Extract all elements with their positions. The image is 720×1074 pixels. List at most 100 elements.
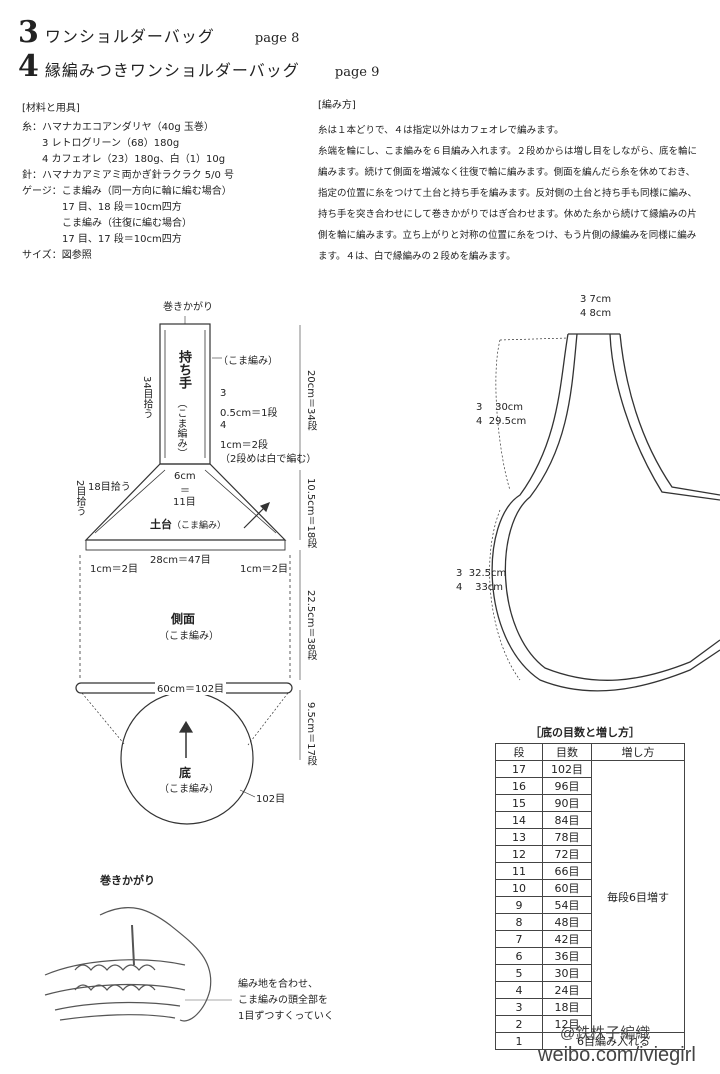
label-dim-20: 20cm＝34段: [305, 370, 316, 431]
label-handle: 持ち手: [176, 350, 191, 389]
label-dodai-sub: （こま編み）: [172, 521, 227, 531]
row-number: 14: [495, 811, 543, 829]
stitch-count: 84目: [542, 811, 592, 829]
materials-line: ゲージ：こま編み（同一方向に輪に編む場合）: [22, 186, 232, 197]
stitch-count: 30目: [542, 964, 592, 982]
makikagari-illustration: [44, 906, 232, 1022]
label-width-28: 28cm＝47目: [150, 555, 211, 566]
label-width-60: 60cm＝102目: [155, 680, 227, 695]
method-heading: [編み方]: [318, 100, 356, 111]
bag-body-3: 3 32.5cm: [456, 568, 507, 579]
pattern-title-3: ワンショルダーバッグ: [44, 27, 215, 46]
stitch-count: 6目編み入れる: [542, 1032, 685, 1050]
materials-section: [材料と用具] 糸：ハマナカエコアンダリヤ（40g 玉巻） 3 レトログリーン（…: [22, 101, 234, 264]
label-dim-95: 9.5cm＝17段: [305, 702, 316, 766]
label-handle-pick: 34目拾う: [141, 376, 152, 419]
label-dim-105: 10.5cm＝18段: [305, 478, 316, 549]
makikagari-note-line: 編み地を合わせ、: [238, 979, 318, 990]
stitch-count: 90目: [542, 794, 592, 812]
stitch-count: 24目: [542, 981, 592, 999]
bag-strap-3: 3 7cm: [580, 294, 612, 305]
row-number: 5: [495, 964, 543, 982]
materials-line: こま編み（往復に編む場合）: [22, 218, 192, 229]
row-number: 16: [495, 777, 543, 795]
materials-line: 針：ハマナカアミアミ両かぎ針ラクラク 5/0 号: [22, 170, 235, 181]
row-number: 12: [495, 845, 543, 863]
watermark-handle: @鉄株子編織: [560, 1025, 651, 1042]
col-header-increase: 増し方: [591, 743, 685, 761]
label-base-pick: 18目拾う: [88, 482, 131, 493]
stitch-count: 54目: [542, 896, 592, 914]
label-dim-225: 22.5cm＝38段: [305, 590, 316, 661]
col-header-row: 段: [495, 743, 543, 761]
page-ref-3: page 8: [254, 31, 300, 46]
label-base-width-top: 6cm: [174, 471, 196, 482]
stitch-count: 102目: [542, 760, 592, 778]
bag-height-3: 3 30cm: [476, 402, 524, 413]
materials-line: 3 レトログリーン（68）180g: [22, 138, 180, 149]
row-number: 17: [495, 760, 543, 778]
pattern-number-3: 3: [18, 15, 39, 50]
label-dodai: 土台（こま編み）: [150, 516, 226, 532]
materials-heading: [材料と用具]: [22, 103, 80, 114]
page-ref-4: page 9: [334, 65, 380, 80]
label-row3: 3: [220, 388, 227, 399]
row-number: 1: [495, 1032, 543, 1050]
label-bottom: 底: [179, 766, 192, 780]
method-line: ます。４は、白で縁編みの２段めを編みます。: [318, 251, 516, 262]
label-row3-val: 0.5cm＝1段: [220, 408, 278, 419]
makikagari-note-line: 1目ずつすくっていく: [238, 1011, 334, 1022]
watermark-url: weibo.com/iviegirl: [538, 1044, 696, 1066]
col-header-count: 目数: [542, 743, 592, 761]
bag-silhouette: [489, 333, 720, 692]
label-edge-left: 1cm＝2目: [90, 564, 138, 575]
stitch-count: 60目: [542, 879, 592, 897]
method-line: 編みます。続けて側面を増減なく往復で輪に編みます。側面を編んだら糸を休めておき、: [318, 167, 696, 178]
increase-note: 毎段6目増す: [591, 760, 685, 1033]
stitch-count: 96目: [542, 777, 592, 795]
row-number: 7: [495, 930, 543, 948]
label-bottom-count: 102目: [256, 794, 286, 805]
row-number: 4: [495, 981, 543, 999]
stitch-count: 66目: [542, 862, 592, 880]
bag-strap-4: 4 8cm: [580, 308, 612, 319]
stitch-count: 12目: [542, 1015, 592, 1033]
method-line: 糸は１本どりで、４は指定以外はカフェオレで編みます。: [318, 125, 564, 136]
label-makikagari-top: 巻きかがり: [163, 302, 213, 313]
label-base-width-count: 11目: [173, 497, 196, 508]
label-side: 側面: [171, 612, 196, 626]
row-number: 3: [495, 998, 543, 1016]
label-base-width-eq: ＝: [180, 486, 190, 497]
stitch-count: 18目: [542, 998, 592, 1016]
materials-line: 糸：ハマナカエコアンダリヤ（40g 玉巻）: [22, 122, 214, 133]
label-row4: 4: [220, 420, 227, 431]
row-number: 2: [495, 1015, 543, 1033]
stitch-count: 42目: [542, 930, 592, 948]
method-line: 側を輪に編みます。立ち上がりと対称の位置に糸をつけ、もう片側の縁編みを同様に編み: [318, 230, 697, 241]
makikagari-note: 編み地を合わせ、 こま編みの頭全部を 1目ずつすくっていく: [238, 977, 334, 1025]
stitch-count: 72目: [542, 845, 592, 863]
table-title: ［底の目数と増し方］: [530, 726, 640, 739]
label-row4-val: 1cm＝2段: [220, 440, 268, 451]
row-number: 15: [495, 794, 543, 812]
stitch-count: 36目: [542, 947, 592, 965]
method-section: [編み方] 糸は１本どりで、４は指定以外はカフェオレで編みます。 糸端を輪にし、…: [318, 98, 718, 267]
materials-line: サイズ：図参照: [22, 250, 92, 261]
label-handle-side: （こま編み）: [218, 356, 278, 367]
pattern-title-4: 縁編みつきワンショルダーバッグ: [44, 61, 300, 80]
makikagari-note-line: こま編みの頭全部を: [238, 995, 328, 1006]
makikagari-title: 巻きかがり: [100, 874, 155, 887]
label-edge-right: 1cm＝2目: [240, 564, 288, 575]
bottom-circle: [120, 691, 254, 825]
table-header-row: 段 目数 増し方: [495, 743, 685, 761]
